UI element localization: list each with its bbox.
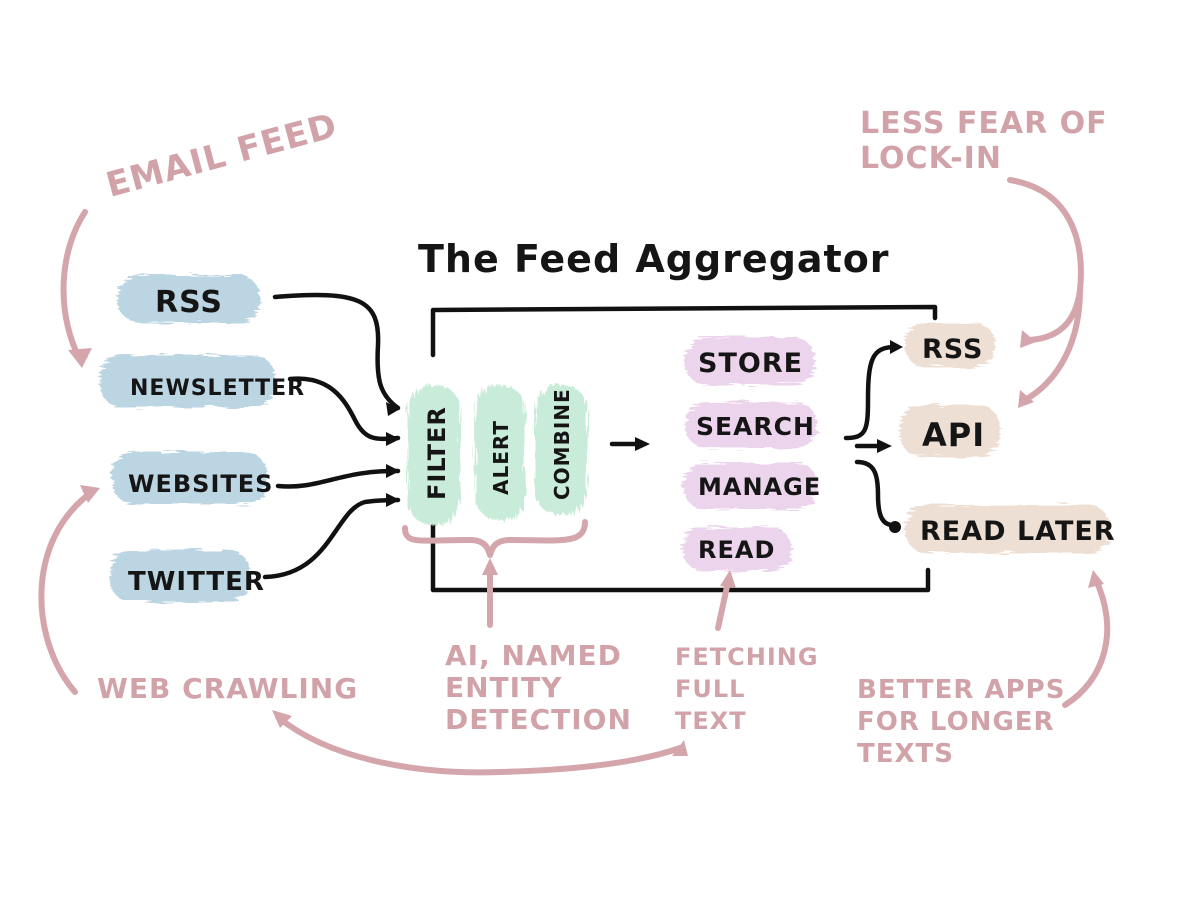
source-brush-newsletter: [100, 355, 275, 407]
source-brush-websites: [112, 452, 267, 504]
source-brush-twitter: [110, 550, 250, 602]
arrowhead: [80, 485, 100, 503]
output-brushes: [900, 323, 1110, 553]
source-arrows: [262, 292, 401, 580]
source-brushes: [100, 275, 275, 602]
annotation-fetch-line2: full: [675, 675, 745, 703]
aggregator-box: [430, 304, 938, 593]
arrow-to-rss-output: [843, 344, 898, 441]
arrow-websites-to-filter: [275, 468, 401, 489]
annotation-less-fear-line1: Less fear of: [860, 106, 1108, 141]
source-brush-rss: [118, 275, 260, 323]
process-label-alert: Alert: [489, 420, 513, 495]
arrowheads: [877, 340, 903, 453]
arrow-crawl-to-websites: [38, 489, 95, 695]
arrowheads: [386, 402, 400, 507]
processing-brushes: [408, 385, 587, 525]
function-label-search: Search: [696, 412, 815, 441]
arrow-rss-to-filter: [272, 292, 401, 411]
annotation-web-crawling: Web Crawling: [97, 672, 358, 705]
arrow-crawl-fetch-link: [275, 714, 683, 776]
arrow-lockin-to-api: [1022, 287, 1083, 403]
annotation-less-fear-line2: lock-in: [860, 141, 1002, 176]
source-label: RSS: [155, 285, 223, 320]
arrowhead: [635, 437, 650, 451]
process-label-filter: Filter: [423, 406, 451, 500]
arrowheads: [1018, 330, 1036, 408]
arrowhead: [720, 570, 736, 588]
arrow-to-read-later: [854, 459, 896, 528]
process-label-combine: Combine: [550, 388, 574, 500]
function-label-store: Store: [698, 348, 803, 379]
annotation-ai-line1: AI, named: [445, 639, 622, 672]
annotation-better-apps-line1: Better apps: [857, 675, 1065, 705]
function-brushes: [682, 337, 818, 571]
function-label-manage: Manage: [698, 473, 821, 501]
arrow-newsletter-to-filter: [287, 376, 401, 442]
function-label-read: Read: [698, 536, 775, 564]
diagram-title: The Feed Aggregator: [418, 237, 890, 281]
arrow-fetch-to-read: [715, 579, 731, 631]
source-label: Twitter: [128, 567, 265, 597]
arrow-lockin-to-rss: [1007, 177, 1084, 343]
arrow-email-to-newsletter: [60, 209, 88, 363]
annotation-ai-line2: entity: [445, 671, 562, 704]
arrow-better-apps-to-read-later: [1062, 575, 1111, 708]
arrowhead-dot: [889, 521, 901, 533]
source-label: Newsletter: [130, 376, 305, 401]
arrowhead: [68, 348, 92, 368]
annotation-email-feed: Email Feed: [102, 106, 342, 206]
output-label-read-later: Read Later: [920, 516, 1116, 547]
annotation-better-apps-line3: texts: [857, 739, 954, 769]
arrow-twitter-to-filter: [262, 497, 401, 580]
annotation-ai-line3: detection: [445, 703, 632, 736]
source-label: Websites: [128, 470, 273, 498]
arrowhead: [1088, 570, 1104, 588]
processing-brace: [402, 519, 588, 558]
annotation-better-apps-line2: for longer: [857, 707, 1055, 737]
annotation-fetch-line1: Fetching: [675, 643, 819, 671]
output-label-rss: RSS: [922, 334, 983, 365]
arrowhead: [482, 558, 498, 575]
annotation-fetch-line3: text: [675, 707, 747, 735]
output-arrows: [843, 340, 903, 533]
output-label-api: API: [922, 416, 985, 454]
